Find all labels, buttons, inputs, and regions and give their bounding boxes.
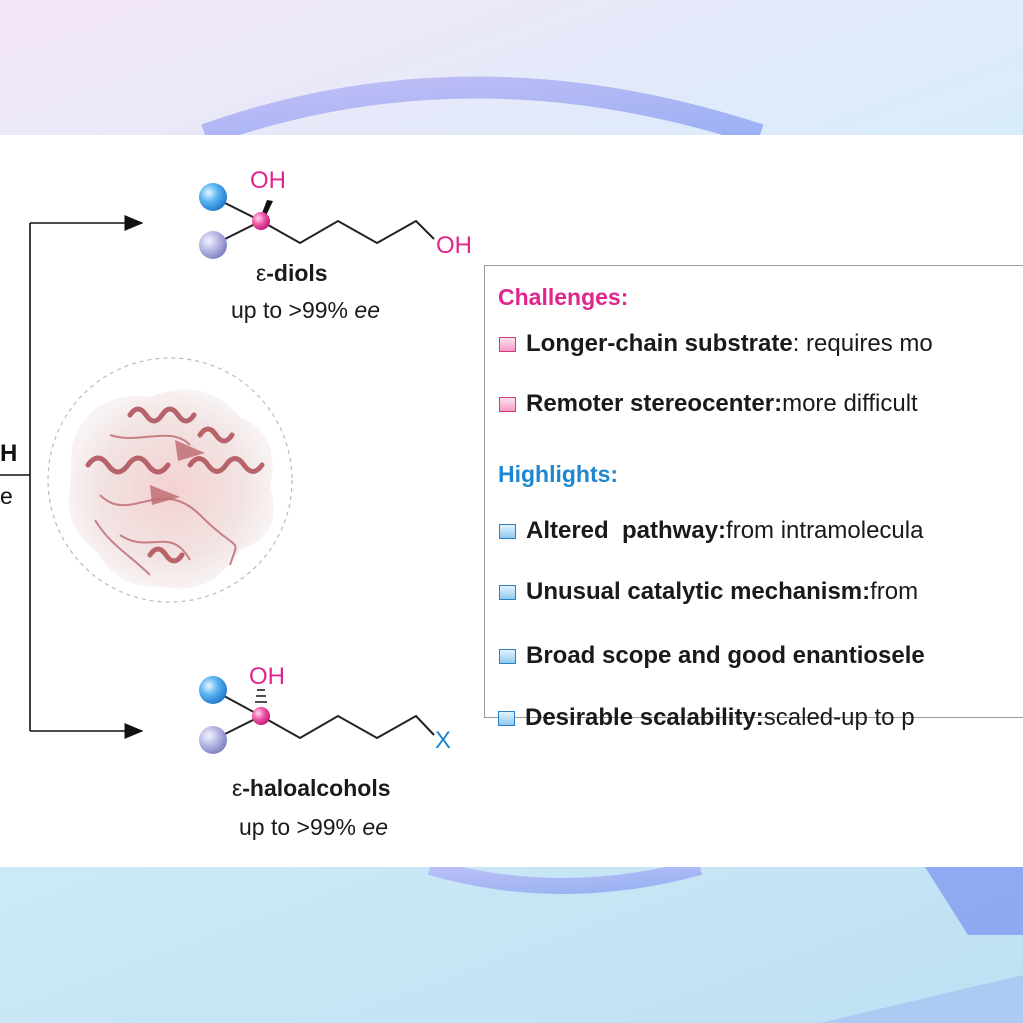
- diols-label: ε-diols: [256, 260, 328, 287]
- stereocenter-marker: [252, 707, 270, 725]
- highlight-item: Broad scope and good enantiosele: [499, 642, 925, 670]
- stereocenter-marker: [252, 212, 270, 230]
- haloalcohols-label: ε-haloalcohols: [232, 775, 391, 802]
- highlight-item: Altered pathway: from intramolecula: [499, 517, 923, 545]
- challenge-item: Longer-chain substrate: requires mo: [499, 330, 933, 358]
- bg-shard-2: [820, 975, 1023, 1023]
- scheme-panel: OH OH OH X: [0, 135, 1023, 867]
- challenges-title: Challenges:: [498, 284, 629, 310]
- pink-square-bullet: [499, 336, 516, 352]
- bg-shard: [925, 867, 1023, 935]
- enzyme-illustration: [47, 357, 293, 603]
- haloalcohols-ee-unit: ee: [362, 814, 388, 840]
- highlight-item: Desirable scalability: scaled-up to p: [498, 704, 915, 732]
- left-reagent-line1: H: [0, 440, 18, 467]
- haloalcohols-name: -haloalcohols: [242, 775, 391, 801]
- diols-ee-unit: ee: [354, 297, 380, 323]
- blue-square-bullet: [499, 523, 516, 539]
- diols-ee: up to >99% ee: [231, 297, 380, 324]
- reaction-scheme: OH OH OH X: [0, 167, 472, 754]
- branch-arrows: [0, 215, 144, 739]
- blue-square-bullet: [498, 710, 515, 726]
- blue-sphere: [199, 676, 227, 704]
- ring-arc-top: [201, 76, 764, 146]
- haloalcohols-ee-value: up to >99%: [239, 814, 363, 840]
- left-reagent-line2: e: [0, 483, 13, 509]
- blue-square-bullet: [499, 584, 516, 600]
- highlights-title: Highlights:: [498, 461, 619, 487]
- haloalcohol-oh: OH: [249, 663, 285, 690]
- blue-sphere: [199, 183, 227, 211]
- diol-oh-end: OH: [436, 232, 472, 259]
- diols-name: -diols: [266, 260, 328, 286]
- lavender-sphere: [199, 231, 227, 259]
- halogen-x: X: [435, 727, 451, 754]
- diol-oh-top: OH: [250, 167, 286, 194]
- epsilon-symbol: ε: [256, 260, 267, 286]
- diols-ee-value: up to >99%: [231, 297, 355, 323]
- epsilon-symbol: ε: [232, 775, 243, 801]
- lavender-sphere: [199, 726, 227, 754]
- diol-structure: OH OH: [199, 167, 472, 259]
- highlight-item: Unusual catalytic mechanism: from: [499, 578, 918, 606]
- ring-arc-bottom: [427, 859, 703, 894]
- summary-box: Challenges: Longer-chain substrate: requ…: [484, 265, 1023, 718]
- haloalcohol-structure: OH X: [199, 663, 451, 754]
- haloalcohols-ee: up to >99% ee: [239, 814, 388, 841]
- pink-square-bullet: [499, 396, 516, 412]
- blue-square-bullet: [499, 648, 516, 664]
- challenge-item: Remoter stereocenter: more difficult: [499, 390, 918, 418]
